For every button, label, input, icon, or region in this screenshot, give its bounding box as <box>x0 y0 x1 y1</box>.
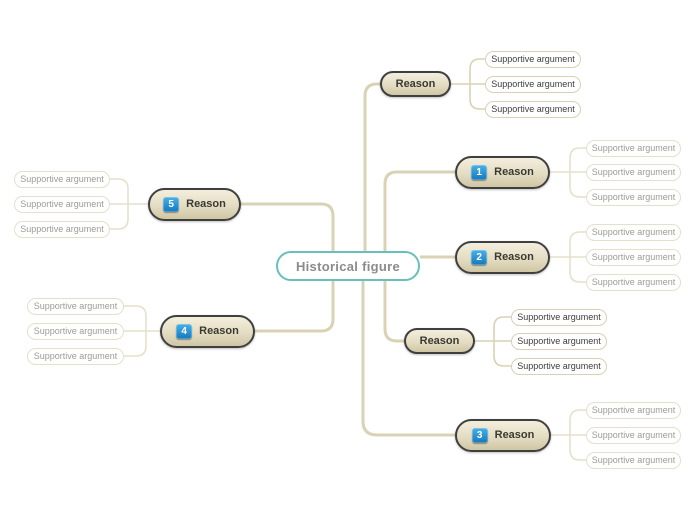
connector-center-to-reason-5 <box>241 202 335 251</box>
supportive-argument-label: Supportive argument <box>517 336 601 346</box>
reason-label: Reason <box>395 78 436 90</box>
reason-label: Reason <box>494 166 534 178</box>
supportive-argument-label: Supportive argument <box>33 326 118 336</box>
supportive-argument-label: Supportive argument <box>491 54 575 64</box>
reason-node-mid[interactable]: Reason <box>404 328 475 354</box>
connector-center-to-reason-3 <box>361 281 455 437</box>
supportive-argument-label: Supportive argument <box>20 174 104 184</box>
supportive-argument-node[interactable]: Supportive argument <box>511 308 607 326</box>
reason-label: Reason <box>186 198 226 210</box>
priority-badge: 3 <box>471 427 488 443</box>
supportive-argument-node[interactable]: Supportive argument <box>14 220 110 238</box>
supportive-argument-node[interactable]: Supportive argument <box>586 401 681 419</box>
reason-node-5[interactable]: 5 Reason <box>148 187 241 221</box>
supportive-argument-label: Supportive argument <box>33 301 118 311</box>
supportive-argument-label: Supportive argument <box>591 405 676 415</box>
bracket-reason-3-args <box>551 409 586 461</box>
supportive-argument-node[interactable]: Supportive argument <box>586 188 681 206</box>
reason-node-top[interactable]: Reason <box>380 71 451 97</box>
bracket-reason-mid-args <box>475 316 511 367</box>
reason-node-3[interactable]: 3 Reason <box>455 418 551 452</box>
supportive-argument-label: Supportive argument <box>517 361 601 371</box>
bracket-reason-5-args <box>110 178 148 230</box>
supportive-argument-node[interactable]: Supportive argument <box>586 139 681 157</box>
supportive-argument-node[interactable]: Supportive argument <box>511 332 607 350</box>
bracket-reason-top-args <box>451 58 485 110</box>
connector-center-to-reason-mid <box>383 281 404 343</box>
supportive-argument-node[interactable]: Supportive argument <box>14 195 110 213</box>
central-topic-node[interactable]: Historical figure <box>276 251 420 281</box>
central-topic-label: Historical figure <box>295 258 401 274</box>
supportive-argument-label: Supportive argument <box>591 455 676 465</box>
supportive-argument-node[interactable]: Supportive argument <box>485 50 581 68</box>
connector-center-to-reason-1 <box>383 170 455 251</box>
supportive-argument-label: Supportive argument <box>591 227 676 237</box>
supportive-argument-node[interactable]: Supportive argument <box>27 322 124 340</box>
supportive-argument-node[interactable]: Supportive argument <box>485 75 581 93</box>
bracket-reason-2-args <box>550 231 586 283</box>
priority-badge: 4 <box>176 323 193 339</box>
supportive-argument-node[interactable]: Supportive argument <box>586 248 681 266</box>
supportive-argument-node[interactable]: Supportive argument <box>485 100 581 118</box>
supportive-argument-label: Supportive argument <box>33 351 118 361</box>
supportive-argument-node[interactable]: Supportive argument <box>586 273 681 291</box>
supportive-argument-label: Supportive argument <box>517 312 601 322</box>
supportive-argument-label: Supportive argument <box>491 79 575 89</box>
reason-node-1[interactable]: 1 Reason <box>455 155 550 189</box>
supportive-argument-node[interactable]: Supportive argument <box>586 223 681 241</box>
supportive-argument-node[interactable]: Supportive argument <box>586 426 681 444</box>
supportive-argument-label: Supportive argument <box>591 192 676 202</box>
reason-label: Reason <box>494 429 535 441</box>
reason-label: Reason <box>494 251 534 263</box>
reason-node-4[interactable]: 4 Reason <box>160 314 255 348</box>
supportive-argument-label: Supportive argument <box>20 224 104 234</box>
priority-badge: 2 <box>471 249 488 265</box>
supportive-argument-label: Supportive argument <box>491 104 575 114</box>
supportive-argument-label: Supportive argument <box>591 167 676 177</box>
supportive-argument-label: Supportive argument <box>20 199 104 209</box>
supportive-argument-node[interactable]: Supportive argument <box>27 347 124 365</box>
supportive-argument-label: Supportive argument <box>591 277 676 287</box>
bracket-reason-1-args <box>550 147 586 198</box>
supportive-argument-label: Supportive argument <box>591 252 676 262</box>
reason-node-2[interactable]: 2 Reason <box>455 240 550 274</box>
priority-badge: 5 <box>163 196 180 212</box>
priority-badge: 1 <box>471 164 488 180</box>
supportive-argument-node[interactable]: Supportive argument <box>14 170 110 188</box>
connector-center-to-reason-top <box>363 82 380 251</box>
reason-label: Reason <box>419 335 460 347</box>
bracket-reason-4-args <box>124 305 160 357</box>
connector-center-to-reason-4 <box>255 281 335 333</box>
supportive-argument-node[interactable]: Supportive argument <box>586 163 681 181</box>
reason-label: Reason <box>199 325 239 337</box>
supportive-argument-node[interactable]: Supportive argument <box>27 297 124 315</box>
supportive-argument-label: Supportive argument <box>591 430 676 440</box>
supportive-argument-node[interactable]: Supportive argument <box>586 451 681 469</box>
supportive-argument-node[interactable]: Supportive argument <box>511 357 607 375</box>
supportive-argument-label: Supportive argument <box>591 143 676 153</box>
